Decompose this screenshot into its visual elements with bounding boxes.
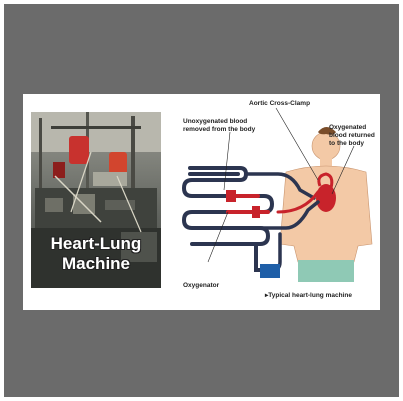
photo-caption-line1: Heart-Lung bbox=[31, 234, 161, 253]
pump bbox=[226, 190, 236, 202]
oxygenator-label: Oxygenator bbox=[183, 282, 219, 290]
photo-caption-line2: Machine bbox=[31, 254, 161, 273]
oxygenated-label-line2: blood returned bbox=[329, 132, 375, 140]
heart bbox=[316, 184, 336, 212]
unoxygenated-label-line2: removed from the body bbox=[183, 126, 255, 134]
blood-bag bbox=[69, 136, 89, 164]
heart-lung-figure: Heart-Lung Machine bbox=[23, 94, 380, 310]
oxygenator-unit bbox=[260, 264, 280, 278]
oxygenated-label-line3: to the body bbox=[329, 140, 364, 148]
figure-caption: ▸Typical heart-lung machine bbox=[265, 292, 352, 300]
unoxygenated-label-line1: Unoxygenated blood bbox=[183, 118, 247, 126]
pump bbox=[252, 206, 260, 218]
heart-lung-machine-photo: Heart-Lung Machine bbox=[31, 112, 161, 288]
patient-figure bbox=[280, 127, 372, 282]
oxygenated-label-line1: Oxygenated bbox=[329, 124, 366, 132]
aortic-clamp-label: Aortic Cross-Clamp bbox=[249, 100, 310, 108]
